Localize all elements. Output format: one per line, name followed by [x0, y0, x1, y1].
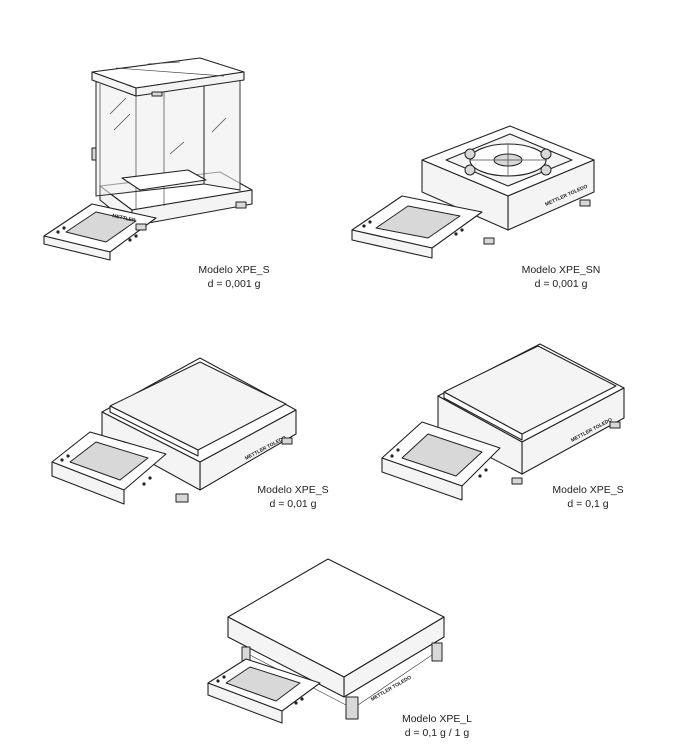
readability-value: d = 0,001 g [207, 278, 261, 290]
model-name: Modelo XPE_S [552, 484, 624, 496]
balance-square-pan-illustration: METTLER TOLEDO [50, 352, 300, 524]
figure-caption: Modelo XPE_SN d = 0,001 g [507, 263, 615, 291]
svg-text:METTLER TOLEDO: METTLER TOLEDO [370, 675, 413, 703]
svg-text:METTLER: METTLER [112, 213, 137, 224]
model-name: Modelo XPE_L [401, 713, 473, 725]
model-name: Modelo XPE_S [257, 484, 329, 496]
balance-with-draft-shield-illustration: METTLER [40, 14, 270, 274]
readability-value: d = 0,1 g [567, 498, 609, 510]
readability-value: d = 0,01 g [269, 498, 317, 510]
model-name: Modelo XPE_S [198, 264, 270, 276]
figure-caption: Modelo XPE_S d = 0,1 g [540, 483, 636, 511]
model-name: Modelo XPE_SN [521, 264, 601, 276]
readability-value: d = 0,001 g [534, 278, 588, 290]
readability-value: d = 0,1 g / 1 g [404, 727, 470, 739]
figure-caption: Modelo XPE_S d = 0,001 g [186, 263, 282, 291]
floor-balance-large-pan-illustration: METTLER TOLEDO [196, 555, 456, 735]
balance-square-pan-illustration: METTLER TOLEDO [380, 338, 630, 520]
figure-caption: Modelo XPE_L d = 0,1 g / 1 g [385, 712, 489, 740]
figure-caption: Modelo XPE_S d = 0,01 g [245, 483, 341, 511]
balance-with-grid-pan-illustration: METTLER TOLEDO [350, 120, 600, 280]
